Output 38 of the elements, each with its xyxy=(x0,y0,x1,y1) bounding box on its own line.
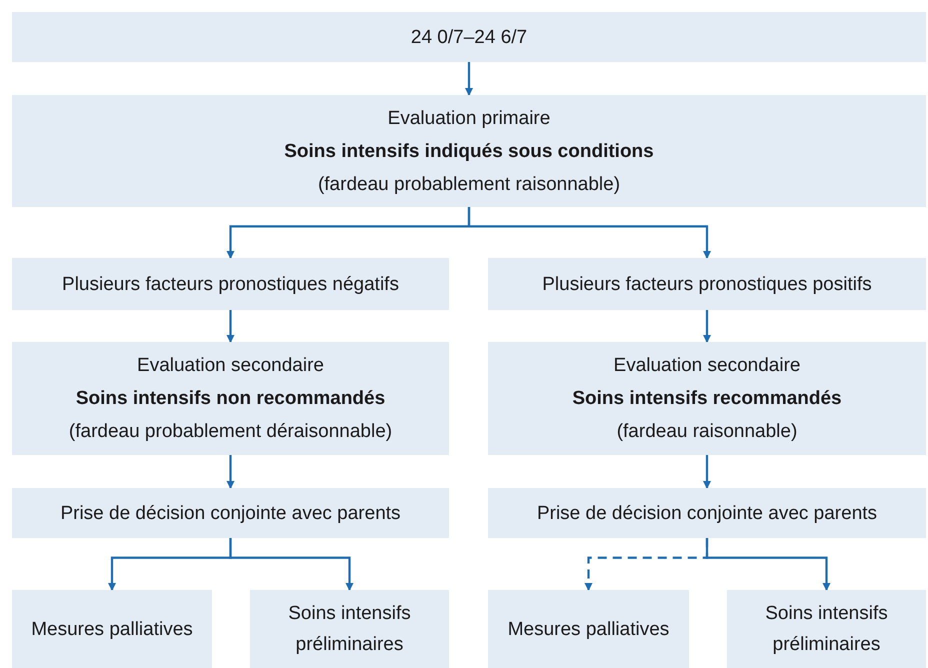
process-box xyxy=(12,488,449,538)
box-text: (fardeau raisonnable) xyxy=(616,420,798,444)
box-text: Soins intensifs indiqués sous conditions xyxy=(284,140,654,164)
arrow xyxy=(706,538,830,591)
box-text: Mesures palliatives xyxy=(508,618,670,642)
box-text: Prise de décision conjointe avec parents xyxy=(60,502,401,526)
arrow xyxy=(468,207,711,259)
box-text: 24 0/7–24 6/7 xyxy=(410,26,528,50)
process-box xyxy=(488,488,926,538)
box-text: Plusieurs facteurs pronostiques négatifs xyxy=(62,272,399,296)
process-box xyxy=(12,342,449,455)
arrow xyxy=(703,310,711,343)
arrow xyxy=(226,310,234,343)
process-box xyxy=(12,258,449,310)
process-box xyxy=(250,590,449,668)
box-text: (fardeau probablement raisonnable) xyxy=(318,172,620,196)
arrow xyxy=(703,455,711,489)
process-box xyxy=(12,95,926,207)
box-text: Evaluation secondaire xyxy=(614,354,800,378)
arrow xyxy=(229,538,354,591)
box-text: Soins intensifs recommandés xyxy=(572,387,842,411)
box-text: Prise de décision conjointe avec parents xyxy=(536,502,878,526)
process-box xyxy=(12,590,212,668)
box-text: Soins intensifs non recommandés xyxy=(76,387,386,411)
box-text: Evaluation secondaire xyxy=(137,354,324,378)
arrow xyxy=(226,455,234,489)
process-box xyxy=(727,590,926,668)
process-box xyxy=(488,342,926,455)
box-text: Plusieurs facteurs pronostiques positifs xyxy=(542,272,872,296)
box-text: Soins intensifs préliminaires xyxy=(287,602,412,657)
arrow xyxy=(465,62,473,96)
box-text: Evaluation primaire xyxy=(388,106,550,130)
box-text: Soins intensifs préliminaires xyxy=(764,602,889,657)
box-text: (fardeau probablement déraisonnable) xyxy=(68,420,392,444)
box-text: Mesures palliatives xyxy=(31,618,193,642)
process-box xyxy=(488,258,926,310)
process-box xyxy=(12,12,926,62)
process-box xyxy=(488,590,689,668)
